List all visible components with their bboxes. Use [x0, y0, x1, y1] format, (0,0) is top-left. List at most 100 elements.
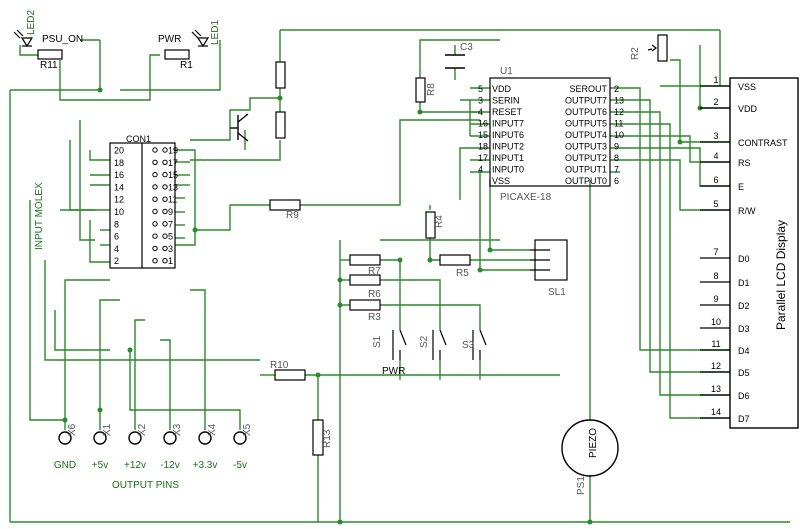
label-pwr-bottom: PWR — [382, 366, 405, 377]
lcd-pin-name: D0 — [738, 254, 750, 264]
con-pin-left — [152, 159, 158, 166]
ic-left-pin-number: 5 — [478, 84, 483, 94]
ic-left-pin-number: 16 — [478, 119, 488, 129]
ic-right-pin-name: OUTPUT7 — [565, 96, 607, 106]
label-r4: R4 — [434, 215, 445, 228]
ic-left-pin-number: 18 — [478, 142, 488, 152]
resistors — [37, 49, 471, 456]
con-num-right: 13 — [168, 182, 178, 192]
con-num-left: 10 — [114, 207, 124, 217]
con-num-right: 19 — [168, 146, 178, 156]
ic-right-pin-name: OUTPUT4 — [565, 130, 607, 140]
output-pin-circles — [58, 431, 247, 445]
con-pin-right — [162, 221, 168, 227]
output-pin-x2[interactable] — [128, 431, 142, 445]
con-num-left: 12 — [114, 195, 124, 205]
ic-left-pin-number: 17 — [478, 153, 488, 163]
label-s3: S3 — [462, 340, 475, 351]
label-ps1: PS1 — [576, 476, 587, 495]
ic-right-pin-name: SEROUT — [569, 84, 607, 94]
label-s2: S2 — [419, 335, 430, 348]
label-picaxe: PICAXE-18 — [500, 192, 552, 203]
wires — [9, 29, 790, 523]
lcd-pin-number: 8 — [713, 271, 718, 281]
con-num-right: 15 — [168, 170, 178, 180]
label-input-molex: INPUT MOLEX — [34, 182, 45, 250]
con-num-right: 3 — [168, 244, 173, 254]
ic-right-pin-name: OUTPUT5 — [565, 119, 607, 129]
lcd-pin-number: 11 — [711, 339, 720, 349]
output-pin-label: +12v — [124, 460, 146, 471]
label-r11: R11 — [40, 60, 58, 71]
label-output-pins: OUTPUT PINS — [112, 480, 179, 491]
output-pin-label: GND — [54, 460, 76, 471]
label-con1: CON1 — [126, 134, 151, 144]
label-sl1: SL1 — [548, 287, 566, 298]
lcd-pin-name: E — [738, 182, 744, 192]
ic-right-pin-number: 12 — [614, 107, 624, 117]
con-pin-left — [152, 245, 158, 252]
con-num-right: 1 — [168, 256, 173, 266]
con-num-left: 16 — [114, 170, 124, 180]
ic-left-pin-name: RESET — [492, 107, 523, 117]
junctions — [62, 87, 703, 525]
lcd-pin-name: VDD — [738, 104, 758, 114]
lcd-pin-number: 1 — [713, 75, 718, 85]
lcd-pin-number: 2 — [713, 97, 718, 107]
ic-right-pin-number: 2 — [614, 84, 619, 94]
connector-con1 — [109, 142, 176, 269]
output-pin-x3[interactable] — [163, 431, 177, 445]
lcd-pin-number: 3 — [713, 131, 718, 141]
ic-left-pin-number: 4 — [478, 107, 483, 117]
lcd-pin-name: D4 — [738, 346, 750, 356]
output-pin-x6[interactable] — [58, 431, 72, 445]
con-pin-left — [152, 208, 158, 215]
con-pin-left — [152, 171, 158, 178]
con-pin-right — [162, 233, 168, 239]
transistor-symbol — [230, 113, 249, 142]
lcd-pin-number: 12 — [711, 361, 721, 371]
output-pin-x5[interactable] — [233, 431, 247, 445]
output-pin-x1[interactable] — [93, 431, 107, 445]
lcd-pin-name: D1 — [738, 278, 750, 288]
lcd-pin-number: 14 — [711, 407, 721, 417]
capacitor-c3 — [445, 54, 465, 69]
label-s1: S1 — [372, 335, 383, 348]
output-pin-label: -5v — [233, 460, 247, 471]
con-num-left: 20 — [114, 146, 124, 156]
label-r5: R5 — [456, 268, 469, 279]
con-num-left: 4 — [114, 244, 119, 254]
label-r8: R8 — [426, 83, 437, 96]
con-pin-right — [162, 208, 168, 215]
ic-u1 — [489, 77, 611, 187]
con-num-left: 8 — [114, 219, 119, 229]
piezo-symbol — [561, 419, 619, 477]
con-pin-right — [162, 171, 168, 178]
ic-right-pin-name: OUTPUT0 — [565, 176, 607, 186]
label-r2: R2 — [630, 47, 641, 60]
label-r1: R1 — [180, 60, 193, 71]
lcd-pin-number: 7 — [713, 247, 718, 257]
sl1-connector — [530, 239, 568, 281]
output-pin-label: -12v — [160, 460, 179, 471]
label-psu-on: PSU_ON — [42, 34, 83, 45]
ic-right-pin-name: OUTPUT2 — [565, 153, 607, 163]
ic-left-pin-name: SERIN — [492, 96, 520, 106]
con-num-right: 9 — [168, 207, 173, 217]
potentiometer-r2 — [647, 34, 668, 62]
lcd-pin-number: 4 — [713, 151, 718, 161]
output-pin-id: X1 — [102, 423, 113, 436]
con-pin-left — [152, 221, 158, 227]
ic-right-pin-number: 6 — [614, 176, 619, 186]
label-piezo: PIEZO — [588, 428, 599, 458]
label-led1: LED1 — [210, 20, 221, 45]
ic-right-pin-name: OUTPUT6 — [565, 107, 607, 117]
ic-left-pin-name: INPUT7 — [492, 119, 524, 129]
output-pin-label: +5v — [92, 460, 108, 471]
connector-pins — [152, 147, 168, 264]
output-pin-x4[interactable] — [198, 431, 212, 445]
